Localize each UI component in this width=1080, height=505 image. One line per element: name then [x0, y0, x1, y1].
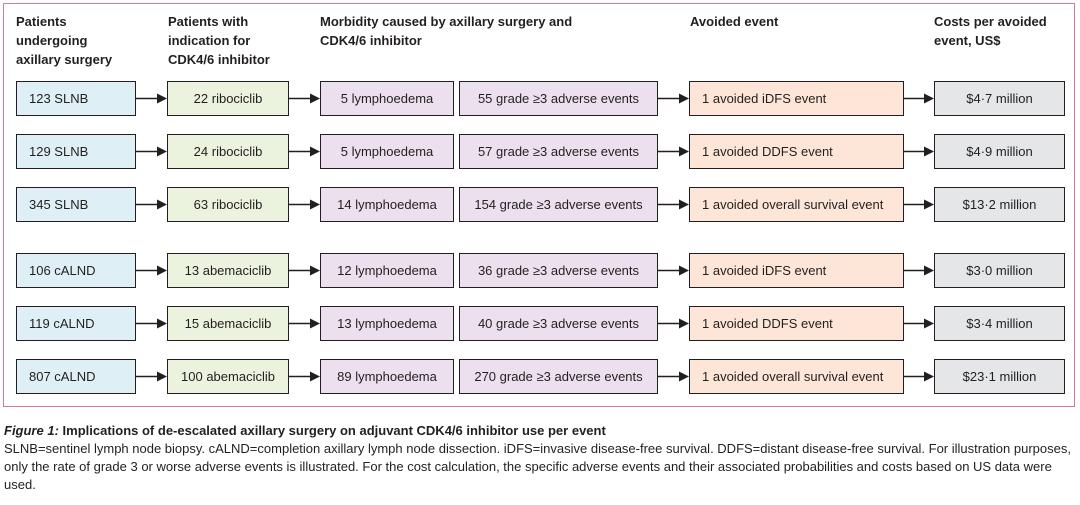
cost-box: $4·7 million: [934, 81, 1065, 116]
arrowhead-icon: [924, 318, 934, 329]
adverse-events-box: 55 grade ≥3 adverse events: [459, 81, 658, 116]
adverse-events-box: 154 grade ≥3 adverse events: [459, 187, 658, 222]
avoided-event-box: 1 avoided overall survival event: [689, 187, 904, 222]
adverse-events-box: 57 grade ≥3 adverse events: [459, 134, 658, 169]
caption-label: Figure 1:: [4, 423, 59, 438]
arrowhead-icon: [924, 371, 934, 382]
arrowhead-icon: [310, 265, 320, 276]
adverse-events-box: 36 grade ≥3 adverse events: [459, 253, 658, 288]
cdk-box: 22 ribociclib: [167, 81, 289, 116]
avoided-event-box: 1 avoided iDFS event: [689, 253, 904, 288]
surgery-box: 129 SLNB: [16, 134, 136, 169]
arrowhead-icon: [679, 265, 689, 276]
arrowhead-icon: [924, 146, 934, 157]
avoided-event-box: 1 avoided iDFS event: [689, 81, 904, 116]
arrowhead-icon: [924, 199, 934, 210]
cost-box: $3·0 million: [934, 253, 1065, 288]
flow-arrows: [136, 93, 934, 382]
arrowhead-icon: [679, 199, 689, 210]
arrowhead-icon: [310, 371, 320, 382]
arrowhead-icon: [310, 146, 320, 157]
cdk-box: 63 ribociclib: [167, 187, 289, 222]
arrowhead-icon: [157, 146, 167, 157]
header-costs: Costs per avoided event, US$: [934, 14, 1047, 48]
arrowhead-icon: [157, 265, 167, 276]
surgery-box: 106 cALND: [16, 253, 136, 288]
lymphoedema-box: 89 lymphoedema: [320, 359, 454, 394]
cost-box: $13·2 million: [934, 187, 1065, 222]
figure-caption: Figure 1: Implications of de-escalated a…: [4, 422, 1074, 494]
header-patients-surgery: Patients undergoing axillary surgery: [16, 14, 113, 67]
adverse-events-box: 270 grade ≥3 adverse events: [459, 359, 658, 394]
figure-frame: [3, 3, 1075, 407]
header-avoided-event: Avoided event: [690, 14, 779, 29]
arrowhead-icon: [924, 265, 934, 276]
arrowhead-icon: [157, 371, 167, 382]
caption-body: SLNB=sentinel lymph node biopsy. cALND=c…: [4, 441, 1071, 492]
cost-box: $23·1 million: [934, 359, 1065, 394]
lymphoedema-box: 5 lymphoedema: [320, 81, 454, 116]
cdk-box: 24 ribociclib: [167, 134, 289, 169]
arrowhead-icon: [310, 93, 320, 104]
avoided-event-box: 1 avoided overall survival event: [689, 359, 904, 394]
arrowhead-icon: [679, 93, 689, 104]
cdk-box: 13 abemaciclib: [167, 253, 289, 288]
lymphoedema-box: 5 lymphoedema: [320, 134, 454, 169]
arrowhead-icon: [157, 93, 167, 104]
arrowhead-icon: [157, 199, 167, 210]
surgery-box: 345 SLNB: [16, 187, 136, 222]
surgery-box: 123 SLNB: [16, 81, 136, 116]
avoided-event-box: 1 avoided DDFS event: [689, 134, 904, 169]
header-cdk-indication: Patients with indication for CDK4/6 inhi…: [168, 14, 270, 67]
arrowhead-icon: [679, 146, 689, 157]
lymphoedema-box: 12 lymphoedema: [320, 253, 454, 288]
arrowhead-icon: [310, 318, 320, 329]
cdk-box: 15 abemaciclib: [167, 306, 289, 341]
lymphoedema-box: 14 lymphoedema: [320, 187, 454, 222]
cost-box: $4·9 million: [934, 134, 1065, 169]
arrowhead-icon: [679, 318, 689, 329]
adverse-events-box: 40 grade ≥3 adverse events: [459, 306, 658, 341]
header-morbidity: Morbidity caused by axillary surgery and…: [320, 14, 573, 48]
surgery-box: 807 cALND: [16, 359, 136, 394]
arrowhead-icon: [157, 318, 167, 329]
avoided-event-box: 1 avoided DDFS event: [689, 306, 904, 341]
arrowhead-icon: [310, 199, 320, 210]
arrowhead-icon: [924, 93, 934, 104]
cost-box: $3·4 million: [934, 306, 1065, 341]
surgery-box: 119 cALND: [16, 306, 136, 341]
caption-title: Implications of de-escalated axillary su…: [62, 423, 606, 438]
arrowhead-icon: [679, 371, 689, 382]
lymphoedema-box: 13 lymphoedema: [320, 306, 454, 341]
cdk-box: 100 abemaciclib: [167, 359, 289, 394]
